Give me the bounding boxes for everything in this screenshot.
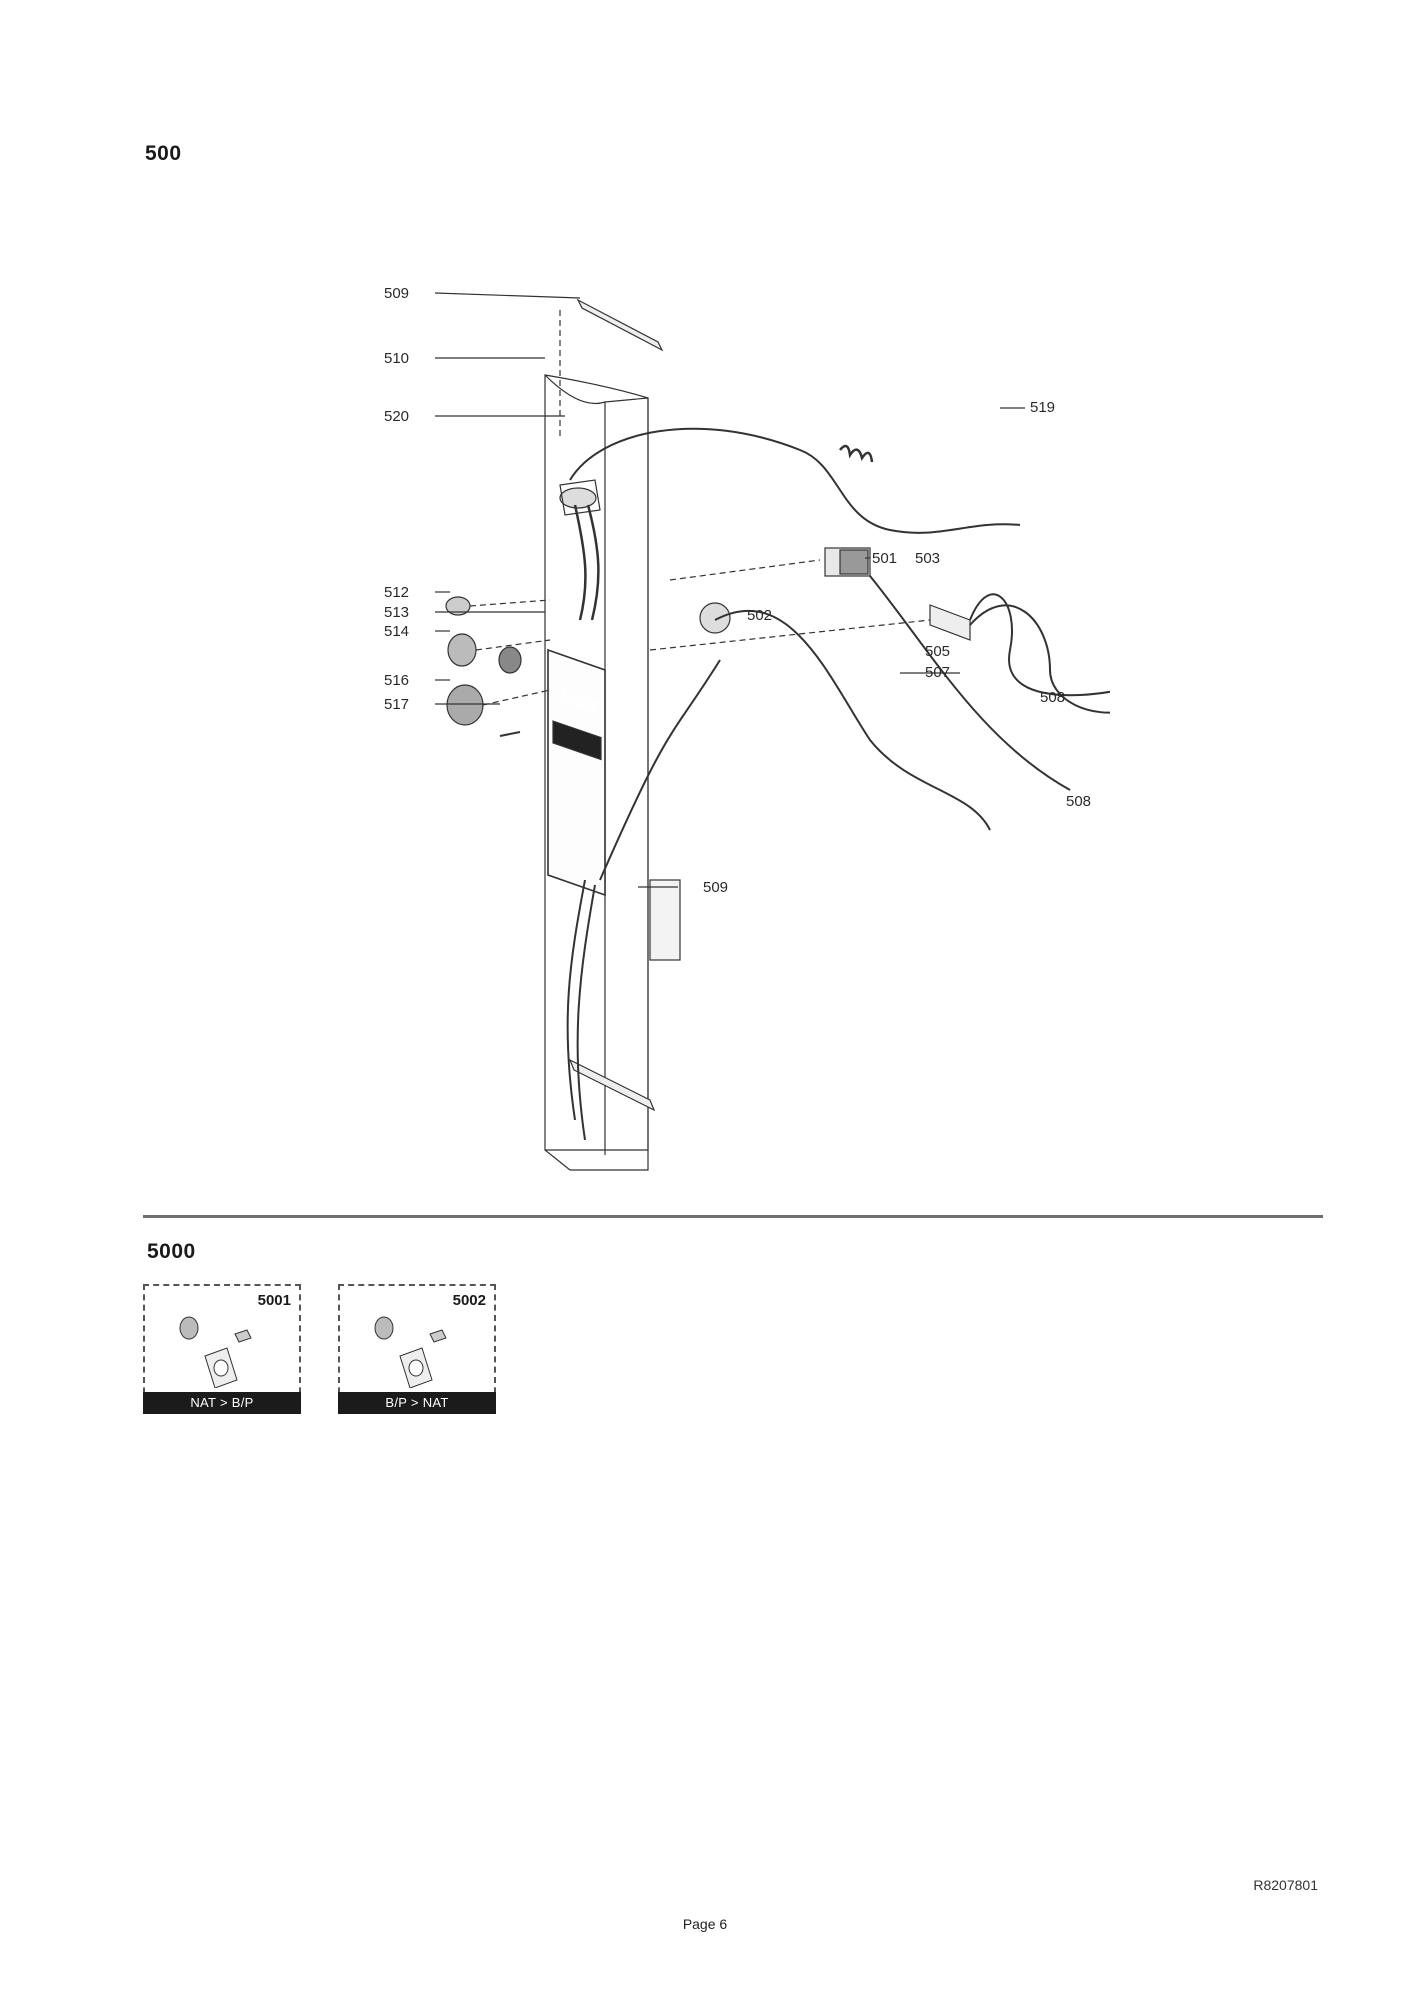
part-517 <box>499 731 521 737</box>
callout-514: 514 <box>384 623 409 640</box>
part-516 <box>446 684 484 726</box>
callout-507: 507 <box>925 664 950 681</box>
bracket-top <box>576 298 664 352</box>
callout-508-b: 508 <box>1066 793 1091 810</box>
callout-520: 520 <box>384 408 409 425</box>
part-514 <box>447 633 477 667</box>
callout-503: 503 <box>915 550 940 567</box>
callout-513: 513 <box>384 604 409 621</box>
callout-502: 502 <box>747 607 772 624</box>
document-reference: R8207801 <box>1253 1877 1318 1893</box>
callout-516: 516 <box>384 672 409 689</box>
board-503 <box>929 604 971 641</box>
column-bottom <box>544 1149 649 1171</box>
exploded-parts-diagram: 509 510 520 519 501 503 512 513 502 514 … <box>384 285 1110 1171</box>
callout-505: 505 <box>925 643 950 660</box>
callout-509-bottom: 509 <box>703 879 728 896</box>
kit-code: 5002 <box>452 1292 486 1309</box>
section-divider <box>143 1215 1323 1218</box>
kit-label: B/P > NAT <box>338 1392 496 1414</box>
kit-label: NAT > B/P <box>143 1392 301 1414</box>
kit-code: 5001 <box>257 1292 291 1309</box>
conversion-kit-card: 5001 NAT > B/P <box>143 1284 301 1414</box>
section-title-5000: 5000 <box>147 1240 196 1263</box>
callout-510: 510 <box>384 350 409 367</box>
callout-508-a: 508 <box>1040 689 1065 706</box>
bracket-bottom <box>568 1058 656 1112</box>
conversion-kit-card: 5002 B/P > NAT <box>338 1284 496 1414</box>
callout-501: 501 <box>872 550 897 567</box>
kit-parts-illustration <box>374 1316 447 1388</box>
page-number: Page 6 <box>682 1916 728 1932</box>
nhre-panel <box>547 648 606 897</box>
callout-519: 519 <box>1030 399 1055 416</box>
callout-517: 517 <box>384 696 409 713</box>
ignition-wire <box>569 427 1021 534</box>
callout-509-top: 509 <box>384 285 409 302</box>
kit-parts-illustration <box>179 1316 252 1388</box>
section-title-500: 500 <box>145 142 182 165</box>
callout-512: 512 <box>384 584 409 601</box>
